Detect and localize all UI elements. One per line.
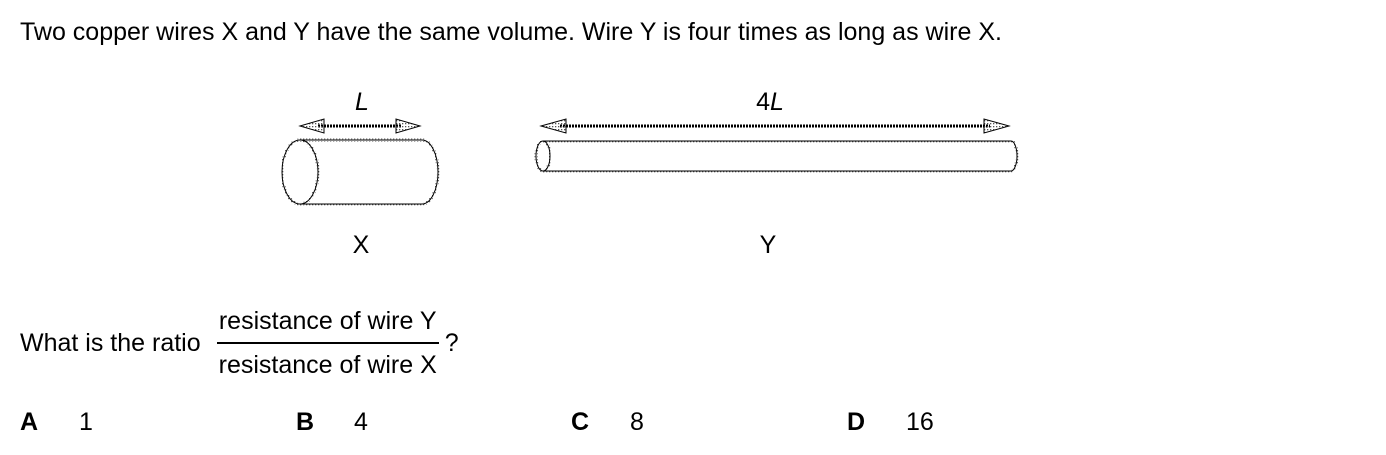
option-d-value: 16 [906,408,934,436]
wire-y-length-variable: L [770,88,784,116]
option-c-letter: C [571,408,590,436]
fraction-numerator: resistance of wire Y [216,306,439,344]
option-c-value: 8 [630,408,644,436]
option-d[interactable]: D 16 [847,406,934,438]
wire-y-length-label: 4L [756,88,784,116]
length-arrow-x [298,118,422,134]
option-b-value: 4 [354,408,368,436]
option-a-value: 1 [79,408,93,436]
wire-y-length-number: 4 [756,88,770,116]
length-arrow-y [539,118,1011,134]
ratio-question: What is the ratio resistance of wire Y r… [20,304,459,382]
option-d-letter: D [847,408,866,436]
wire-y-cylinder [534,139,1019,173]
wire-x-cylinder [280,138,440,206]
option-b-letter: B [296,408,315,436]
question-prefix: What is the ratio [20,328,201,357]
ratio-fraction: resistance of wire Y resistance of wire … [216,306,439,380]
wire-y-label: Y [760,231,777,259]
fraction-denominator: resistance of wire X [218,351,437,379]
question-stem: Two copper wires X and Y have the same v… [20,18,1002,46]
wire-x-label: X [353,231,370,259]
wire-x-length-label: L [355,88,369,116]
question-mark: ? [444,328,459,357]
option-a-letter: A [20,408,39,436]
